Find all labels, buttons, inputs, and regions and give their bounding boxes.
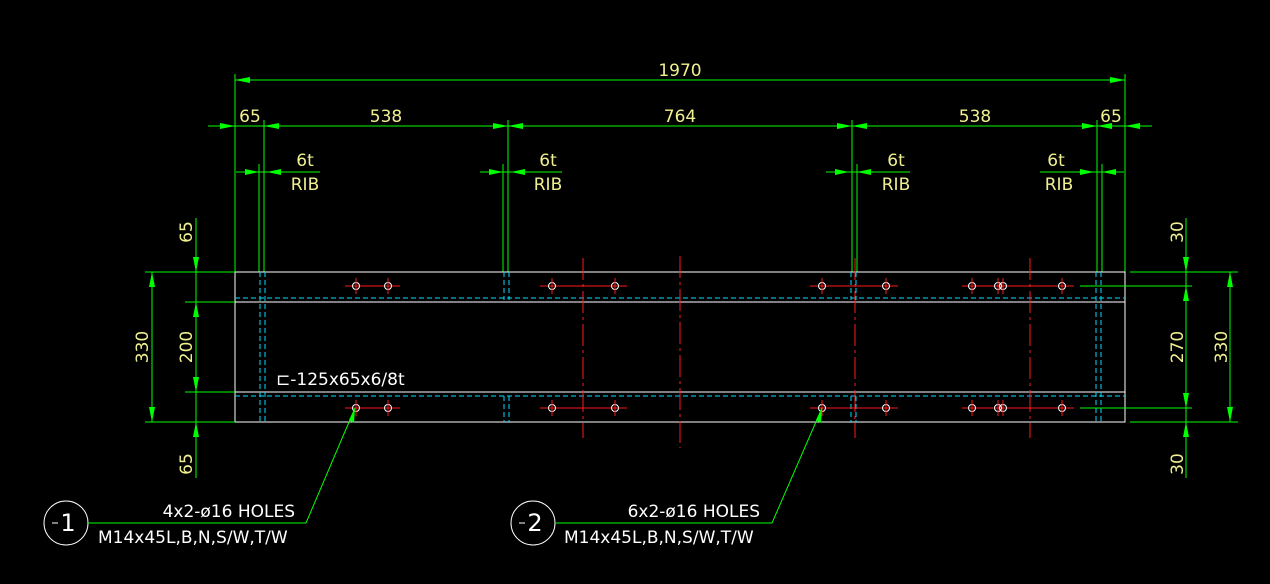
dim-right-bottom: 30 bbox=[1168, 453, 1188, 475]
dim-left-end: 65 bbox=[239, 107, 261, 127]
dim-right-mid: 270 bbox=[1168, 331, 1188, 363]
callout-2: 2 6x2-ø16 HOLES M14x45L,B,N,S/W,T/W bbox=[510, 407, 823, 548]
rib-3-thk: 6t bbox=[887, 151, 905, 171]
dim-left-web: 200 bbox=[177, 331, 197, 363]
callout-2-holes: 6x2-ø16 HOLES bbox=[628, 502, 760, 522]
dim-right-top: 30 bbox=[1168, 221, 1188, 243]
rib-1-label: RIB bbox=[291, 175, 320, 195]
rib-2-thk: 6t bbox=[539, 151, 557, 171]
dim-right-span: 538 bbox=[959, 107, 991, 127]
centerlines bbox=[345, 256, 1074, 448]
dim-left-top: 65 bbox=[177, 221, 197, 243]
dim-right-total: 330 bbox=[1212, 331, 1232, 363]
callout-1-holes: 4x2-ø16 HOLES bbox=[163, 502, 295, 522]
left-vertical-dimensions: 65 200 65 330 bbox=[133, 218, 235, 478]
rib-1-thk: 6t bbox=[296, 151, 314, 171]
dim-overall: 1970 bbox=[658, 61, 701, 81]
dim-left-bottom: 65 bbox=[177, 453, 197, 475]
callout-1-id: 1 bbox=[60, 509, 75, 537]
rib-4-label: RIB bbox=[1045, 175, 1074, 195]
callout-2-id: 2 bbox=[527, 509, 542, 537]
callout-1-bolts: M14x45L,B,N,S/W,T/W bbox=[98, 528, 288, 548]
channel-section-label: ⊏-125x65x6/8t bbox=[276, 370, 405, 390]
dim-left-total: 330 bbox=[133, 331, 153, 363]
rib-2-label: RIB bbox=[534, 175, 563, 195]
dim-left-span: 538 bbox=[370, 107, 402, 127]
dim-right-end: 65 bbox=[1100, 107, 1122, 127]
top-dimensions: 1970 65 538 764 538 65 bbox=[208, 61, 1152, 272]
dim-center-span: 764 bbox=[664, 107, 696, 127]
rib-3-label: RIB bbox=[882, 175, 911, 195]
callout-1: 1 4x2-ø16 HOLES M14x45L,B,N,S/W,T/W bbox=[43, 407, 356, 548]
rib-4-thk: 6t bbox=[1047, 151, 1065, 171]
rib-labels: 6t RIB 6t RIB 6t RIB 6t RIB bbox=[236, 151, 1124, 272]
bolt-holes bbox=[352, 278, 1066, 416]
right-vertical-dimensions: 30 270 30 330 bbox=[1080, 218, 1238, 478]
callout-2-bolts: M14x45L,B,N,S/W,T/W bbox=[564, 528, 754, 548]
